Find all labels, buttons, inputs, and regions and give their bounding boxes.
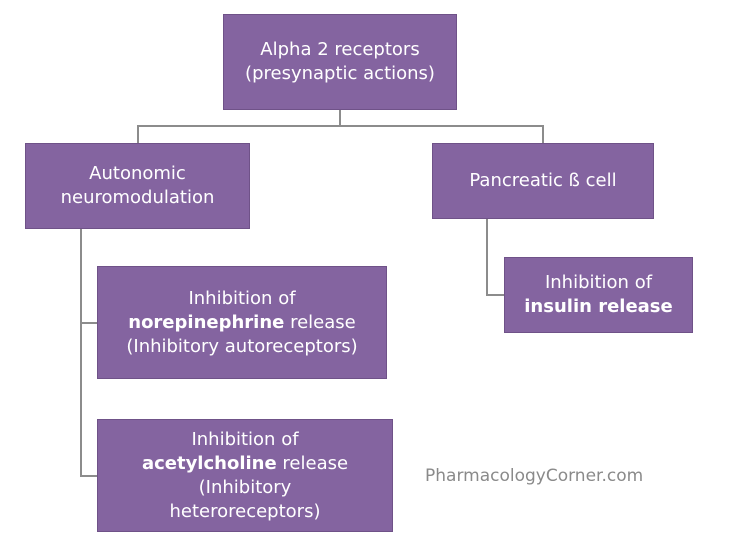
insulin-line1: Inhibition of	[544, 272, 653, 293]
acetylcholine-line3: (Inhibitory	[198, 476, 292, 498]
connector-right-down	[542, 125, 544, 144]
insulin-bold: insulin release	[524, 296, 673, 317]
acetylcholine-line4: heteroreceptors)	[169, 500, 321, 522]
watermark-text: PharmacologyCorner.com	[425, 466, 644, 486]
acetylcholine-rest: release	[276, 452, 349, 474]
acetylcholine-line2: acetylcholine release	[142, 452, 348, 476]
acetylcholine-bold: acetylcholine	[141, 452, 277, 474]
norepinephrine-rest: release	[284, 311, 356, 333]
norepinephrine-bold: norepinephrine	[128, 311, 285, 333]
connector-to-insulin	[486, 294, 505, 296]
root-title: Alpha 2 receptors	[260, 39, 420, 60]
connector-to-norepinephrine	[80, 322, 98, 324]
box-acetylcholine-inhibition: Inhibition of acetylcholine release (Inh…	[97, 419, 393, 532]
connector-to-acetylcholine	[80, 475, 98, 477]
acetylcholine-line1: Inhibition of	[191, 428, 299, 450]
box-autonomic-neuromodulation: Autonomic neuromodulation	[25, 143, 250, 229]
connector-left-trunk	[80, 228, 82, 476]
autonomic-line2: neuromodulation	[60, 187, 215, 208]
connector-left-down	[137, 125, 139, 144]
norepinephrine-line3: (Inhibitory autoreceptors)	[126, 335, 358, 357]
autonomic-line1: Autonomic	[89, 163, 186, 184]
box-pancreatic-beta-cell: Pancreatic ß cell	[432, 143, 654, 219]
pancreatic-label: Pancreatic ß cell	[469, 170, 617, 191]
connector-horizontal	[137, 125, 543, 127]
norepinephrine-line2: norepinephrine release	[128, 311, 355, 335]
root-subtitle: (presynaptic actions)	[245, 63, 435, 84]
box-norepinephrine-inhibition: Inhibition of norepinephrine release (In…	[97, 266, 387, 379]
connector-root-down	[339, 109, 341, 126]
box-insulin-inhibition: Inhibition of insulin release	[504, 257, 693, 333]
insulin-line2: insulin release	[524, 295, 672, 319]
norepinephrine-line1: Inhibition of	[188, 287, 296, 309]
root-box-alpha2-receptors: Alpha 2 receptors (presynaptic actions)	[223, 14, 457, 110]
connector-right-trunk	[486, 218, 488, 295]
